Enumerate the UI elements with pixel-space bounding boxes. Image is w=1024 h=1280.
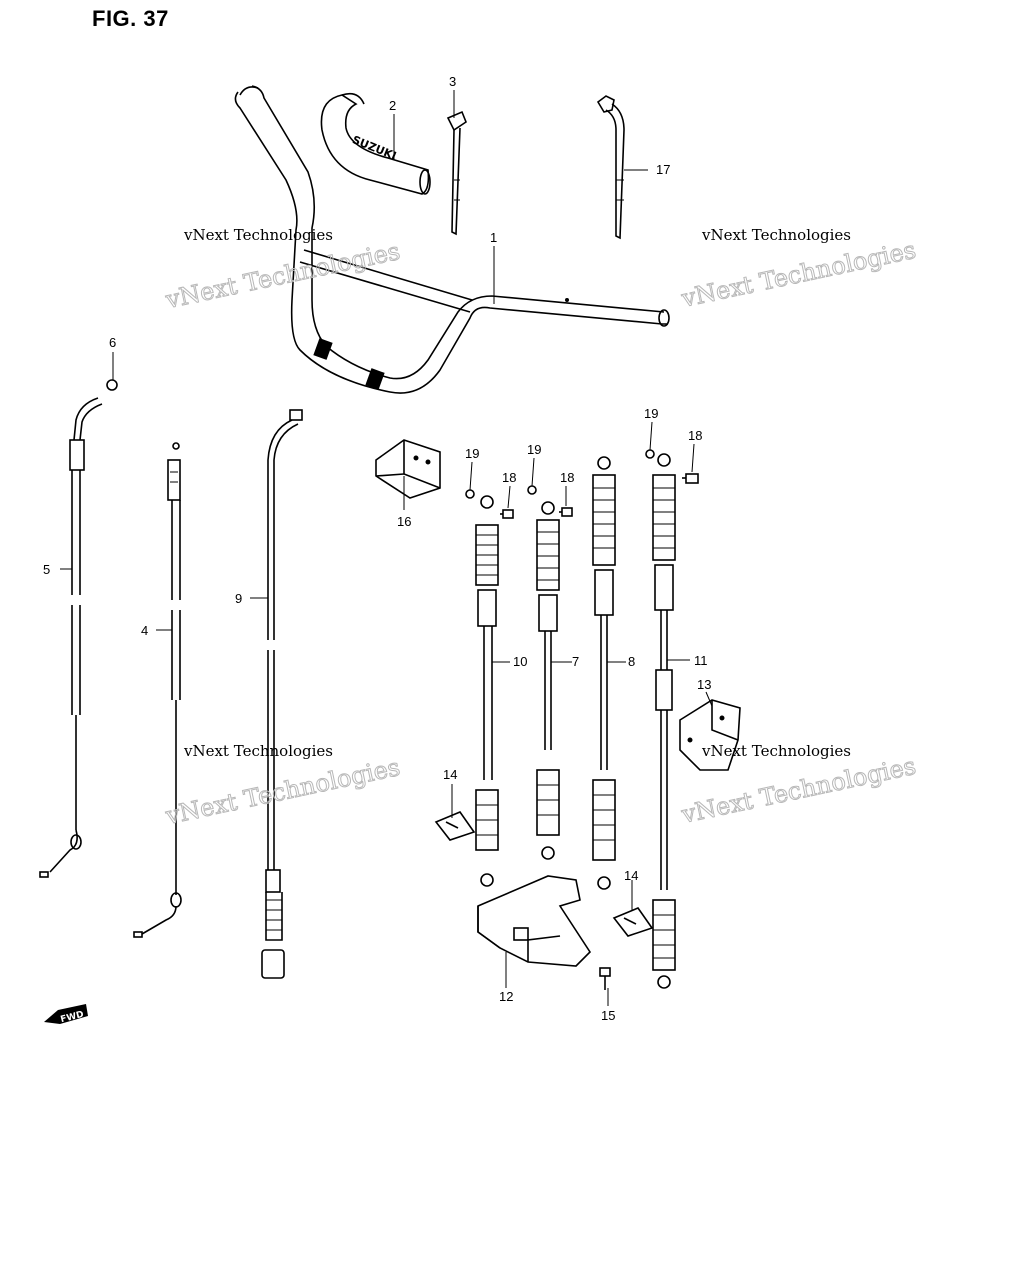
- callout-16: 16: [397, 514, 411, 529]
- svg-text:vNext Technologies: vNext Technologies: [701, 226, 851, 244]
- cable-part-4: [133, 442, 182, 938]
- callout-4: 4: [141, 623, 148, 638]
- nut-part-19-a: [465, 489, 475, 499]
- bolt-part-18-c: [682, 473, 699, 484]
- callout-7: 7: [572, 654, 579, 669]
- callout-19-c: 19: [644, 406, 658, 421]
- handlebar-pad-part-2: SUZUKI: [320, 92, 431, 195]
- bolt-part-18-b: [559, 507, 573, 517]
- svg-text:vNext Technologies: vNext Technologies: [701, 742, 851, 760]
- callout-18-b: 18: [560, 470, 574, 485]
- callout-18-c: 18: [688, 428, 702, 443]
- callout-18-a: 18: [502, 470, 516, 485]
- callout-3: 3: [449, 74, 456, 89]
- control-cable-part-8: [592, 456, 616, 890]
- callout-labels: 1 7 8 9 10 11 12 13 14 14 15 16 17 18 18…: [235, 162, 711, 1023]
- callout-19-a: 19: [465, 446, 479, 461]
- clip-part-14-right: [612, 907, 654, 937]
- svg-text:vNext Technologies: vNext Technologies: [162, 753, 402, 830]
- bracket-part-16: [375, 439, 441, 499]
- svg-text:vNext Technologies: vNext Technologies: [678, 236, 918, 313]
- screw-part-15: [599, 967, 611, 990]
- watermark-bottom-left: vNext Technologies vNext Technologies: [162, 742, 403, 831]
- svg-text:vNext Technologies: vNext Technologies: [183, 742, 333, 760]
- bolt-part-18-a: [500, 509, 514, 519]
- callout-11: 11: [694, 653, 708, 668]
- callout-5: 5: [43, 562, 50, 577]
- callout-9: 9: [235, 591, 242, 606]
- control-cable-part-10: [475, 495, 499, 887]
- nut-part-19-c: [645, 449, 655, 459]
- cable-part-9: [261, 409, 303, 979]
- callout-17: 17: [656, 162, 670, 177]
- callout-1: 1: [490, 230, 497, 245]
- svg-text:vNext Technologies: vNext Technologies: [183, 226, 333, 244]
- cable-tie-part-3: [446, 110, 467, 236]
- cable-bracket-part-12: [477, 875, 592, 967]
- nut-part-6: [106, 379, 118, 391]
- callout-8: 8: [628, 654, 635, 669]
- callout-2: 2: [389, 98, 396, 113]
- callout-15: 15: [601, 1008, 615, 1023]
- callout-19-b: 19: [527, 442, 541, 457]
- callout-14-right: 14: [624, 868, 638, 883]
- callout-6: 6: [109, 335, 116, 350]
- bracket-part-13: [679, 699, 741, 771]
- nut-part-19-b: [527, 485, 537, 495]
- callout-10: 10: [513, 654, 527, 669]
- svg-text:vNext Technologies: vNext Technologies: [678, 752, 918, 829]
- callout-12: 12: [499, 989, 513, 1004]
- leader-lines: [60, 90, 713, 1006]
- watermark-top-left: vNext Technologies vNext Technologies: [162, 226, 403, 315]
- forward-direction-arrow: FWD: [44, 1004, 88, 1025]
- throttle-cable-part-5: [39, 397, 103, 878]
- suzuki-logo-text: SUZUKI: [350, 133, 398, 162]
- callout-13: 13: [697, 677, 711, 692]
- watermark-bottom-right: vNext Technologies vNext Technologies: [678, 742, 919, 830]
- callout-labels-left: 2 3 4 5 6: [43, 74, 456, 638]
- control-cable-part-7: [536, 501, 560, 860]
- clip-part-14-left: [434, 811, 476, 841]
- svg-text:vNext Technologies: vNext Technologies: [162, 237, 402, 314]
- cable-tie-part-17: [596, 95, 625, 240]
- watermark-top-right: vNext Technologies vNext Technologies: [678, 226, 919, 314]
- control-cable-part-11: [652, 453, 676, 989]
- callout-14-left: 14: [443, 767, 457, 782]
- handlebar-part-1: [234, 85, 670, 394]
- figure-title: FIG. 37: [92, 6, 169, 31]
